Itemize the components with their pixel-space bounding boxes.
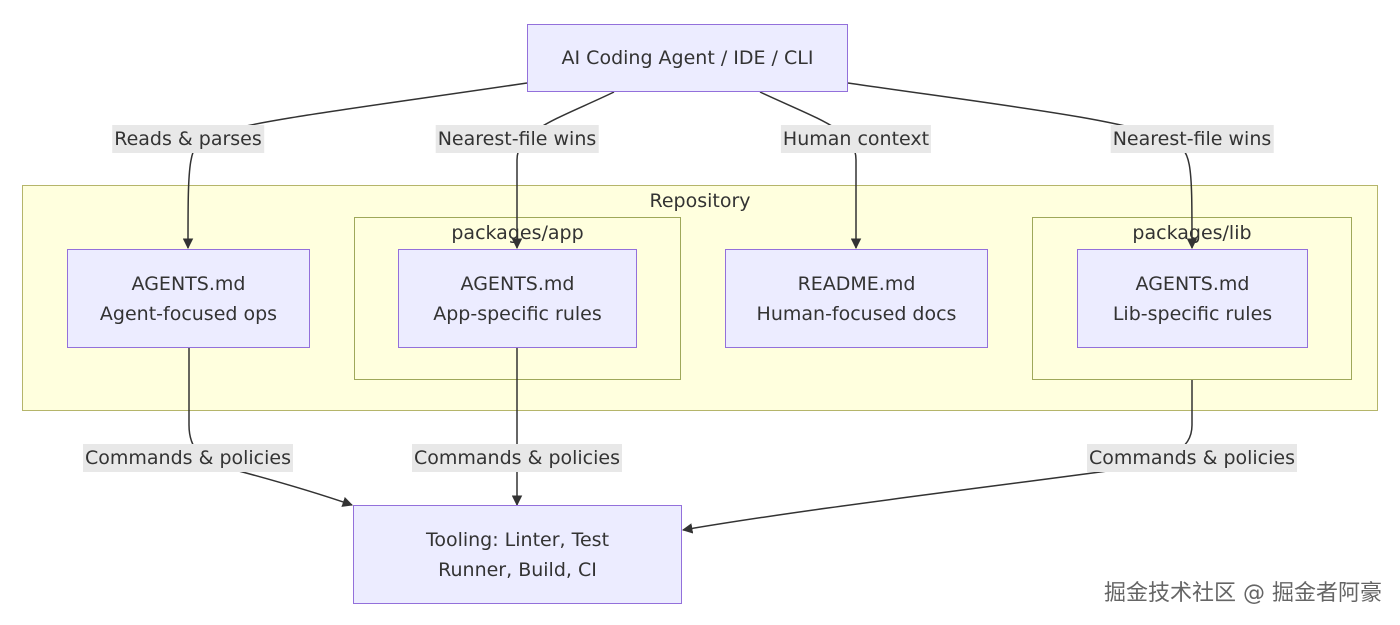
edge-agents-root-to-tooling [188,348,353,507]
edge-label-commands-lib: Commands & policies [1086,444,1298,472]
watermark-text: 掘金技术社区 @ 掘金者阿豪 [1104,581,1382,606]
agents-lib-node: AGENTS.md Lib-specific rules [1077,249,1308,348]
ai-coding-agent-label: AI Coding Agent / IDE / CLI [561,47,814,69]
ai-coding-agent-node: AI Coding Agent / IDE / CLI [527,24,848,92]
edge-agent-to-agents-lib [847,82,1198,250]
agents-root-subtitle: Agent-focused ops [99,302,278,325]
edge-agent-to-agents-app [511,91,615,250]
agents-app-title: AGENTS.md [460,272,575,295]
edge-label-human-context: Human context [780,125,932,153]
edge-label-commands-app: Commands & policies [411,444,623,472]
edge-label-reads-parses: Reads & parses [112,125,264,153]
readme-title: README.md [797,272,916,295]
agents-app-subtitle: App-specific rules [433,302,602,325]
agents-app-node: AGENTS.md App-specific rules [398,249,637,348]
tooling-line-1: Tooling: Linter, Test [425,528,610,551]
agents-root-node: AGENTS.md Agent-focused ops [67,249,310,348]
edge-agent-to-agents-root [182,82,528,250]
repository-cluster-label: Repository [649,190,751,212]
tooling-line-2: Runner, Build, CI [438,558,597,581]
tooling-node: Tooling: Linter, Test Runner, Build, CI [353,505,682,604]
edge-label-nearest-file-app: Nearest-file wins [435,125,599,153]
edge-label-commands-root: Commands & policies [82,444,294,472]
edge-agent-to-readme [759,91,862,250]
agents-root-title: AGENTS.md [131,272,246,295]
agents-lib-title: AGENTS.md [1135,272,1250,295]
readme-subtitle: Human-focused docs [756,302,957,325]
edge-label-nearest-file-lib: Nearest-file wins [1110,125,1274,153]
agents-lib-subtitle: Lib-specific rules [1112,302,1273,325]
readme-node: README.md Human-focused docs [725,249,988,348]
